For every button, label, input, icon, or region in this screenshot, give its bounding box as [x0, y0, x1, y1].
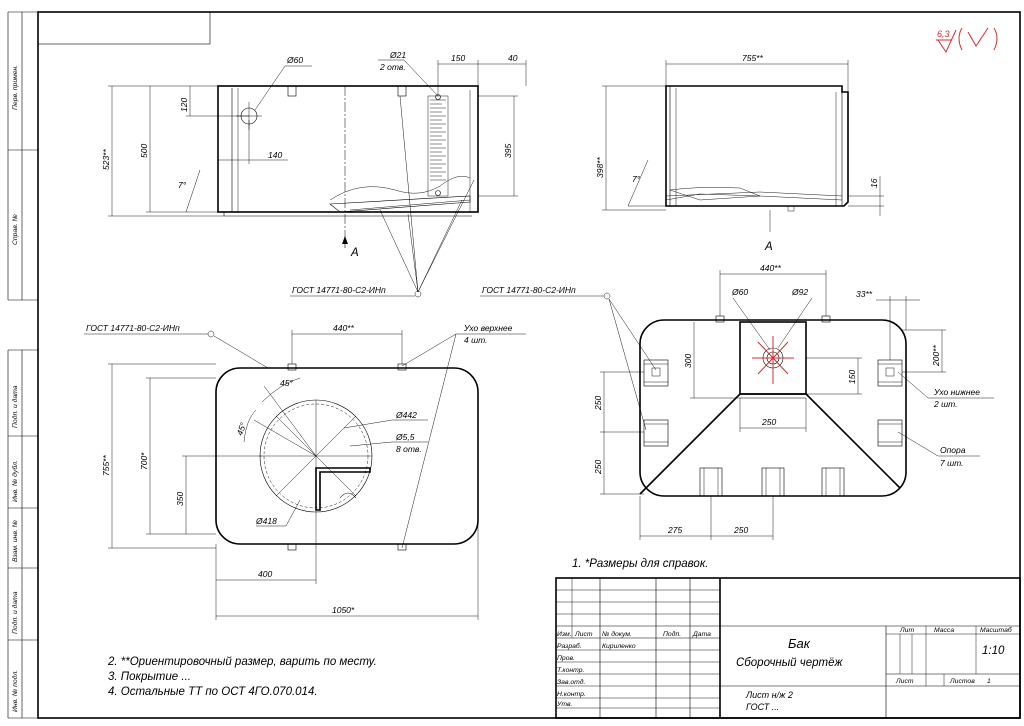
- top-dim-1050: 1050*: [332, 605, 355, 615]
- top-angle-2: 45°: [234, 421, 248, 437]
- side-dim-398: 398**: [595, 157, 605, 178]
- dim-395: 395: [503, 144, 513, 158]
- stamp-perv-primen: Перв. примен.: [12, 65, 19, 110]
- tb-zavotd: Зав.отд.: [557, 678, 586, 686]
- top-dim-400: 400: [258, 569, 272, 579]
- bottom-dim-150: 150: [847, 370, 857, 384]
- bottom-dim-250-c: 250: [761, 417, 776, 427]
- top-dim-440: 440**: [333, 323, 354, 333]
- stamp-vzam-inv: Взам. инв. №: [12, 520, 19, 562]
- dim-120: 120: [179, 98, 189, 112]
- top-holes-8: 8 отв.: [396, 444, 422, 454]
- front-d-holes: Ø21: [389, 50, 406, 60]
- tb-name: Бак: [788, 636, 811, 651]
- tb-scale: 1:10: [982, 645, 1005, 657]
- top-d-442: Ø442: [395, 410, 417, 420]
- tb-prov: Пров.: [557, 655, 575, 662]
- bottom-dim-300: 300: [683, 354, 693, 368]
- front-gost: ГОСТ 14771-80-С2-ИНп: [292, 285, 386, 295]
- top-ear-label: Ухо верхнее: [463, 323, 513, 333]
- top-angle-1: 45°: [280, 378, 293, 388]
- tb-utv: Утв.: [556, 701, 573, 708]
- top-view: 45° 45° Ø442 Ø5,5 8 отв. Ø418 440** Ухо …: [84, 323, 526, 620]
- top-ear-count: 4 шт.: [464, 335, 488, 345]
- dim-140: 140: [268, 150, 282, 160]
- tb-data: Дата: [692, 631, 711, 638]
- bottom-dim-250-l2: 250: [593, 460, 603, 475]
- tb-list: Лист: [895, 678, 914, 685]
- bottom-d-92: Ø92: [791, 287, 808, 297]
- dim-523: 523**: [101, 149, 111, 170]
- dim-150: 150: [451, 53, 465, 63]
- stamp-inv-dubl: Инв. № дубл.: [11, 460, 19, 502]
- tb-tkontr: Т.контр.: [557, 667, 585, 674]
- note-2: 2. **Ориентировочный размер, варить по м…: [107, 656, 377, 668]
- roughness-value: 6,3: [937, 29, 950, 39]
- dim-40: 40: [508, 53, 518, 63]
- title-block: [555, 577, 1021, 719]
- side-view: A 755** 398** 7° 16: [595, 53, 884, 253]
- front-view: A 523** 500 120 7° 140 Ø60 Ø21 2 отв.: [101, 50, 527, 298]
- stamp-podp-data-2: Подп. и дата: [11, 591, 19, 634]
- tb-massa: Масса: [934, 627, 954, 634]
- side-angle: 7°: [632, 174, 641, 184]
- bottom-dim-250-b: 250: [733, 525, 748, 535]
- bottom-dim-440: 440**: [760, 263, 781, 273]
- tb-listov-value: 1: [987, 678, 991, 685]
- note-4: 4. Остальные ТТ по ОСТ 4ГО.070.014.: [108, 686, 318, 698]
- tb-izm: Изм.: [557, 631, 572, 638]
- top-dim-350: 350: [175, 492, 185, 506]
- dim-500: 500: [139, 144, 149, 158]
- top-d-55: Ø5,5: [395, 432, 415, 442]
- side-section-letter: A: [764, 241, 773, 253]
- tb-razrab-name: Кириленко: [602, 643, 636, 650]
- top-left-stamp-box: [37, 11, 211, 45]
- top-dim-755: 755**: [101, 455, 111, 476]
- bottom-ear-label: Ухо нижнее: [933, 387, 980, 397]
- stamp-podp-data-1: Подп. и дата: [11, 385, 19, 428]
- stamp-inv-podl: Инв. № подл.: [11, 670, 19, 712]
- tb-list-hdr: Лист: [574, 631, 593, 638]
- bottom-dim-33: 33**: [856, 289, 873, 299]
- front-angle: 7°: [178, 180, 187, 190]
- tb-sheet-ref: Лист н/ж 2: [745, 690, 793, 700]
- tb-razrab: Разраб.: [557, 642, 582, 650]
- front-section-letter: A: [350, 247, 359, 259]
- front-d-hole: Ø60: [286, 55, 303, 65]
- bottom-support-label: Опора: [940, 445, 966, 455]
- tb-lit: Лит: [899, 627, 914, 634]
- tb-gost-ref: ГОСТ ...: [746, 702, 779, 712]
- tb-docum: № докум.: [602, 630, 632, 638]
- tb-doc-type: Сборочный чертёж: [736, 657, 843, 669]
- front-holes-count: 2 отв.: [379, 62, 406, 72]
- roughness-symbol: 6,3: [936, 27, 998, 54]
- bottom-dim-250-l1: 250: [593, 396, 603, 411]
- note-3: 3. Покрытие ...: [108, 671, 191, 683]
- bottom-dim-275: 275: [667, 525, 682, 535]
- bottom-gost: ГОСТ 14771-80-С2-ИНп: [482, 285, 576, 295]
- note-1: 1. *Размеры для справок.: [572, 558, 708, 570]
- bottom-view: ГОСТ 14771-80-С2-ИНп 440** 33** Ø60 Ø92 …: [480, 263, 994, 540]
- top-d-418: Ø418: [255, 516, 277, 526]
- tb-masshtab: Масштаб: [980, 626, 1013, 634]
- bottom-ear-count: 2 шт.: [933, 399, 958, 409]
- top-dim-700: 700*: [139, 452, 149, 470]
- stamp-sprav-no: Справ. №: [12, 214, 19, 245]
- tb-listov: Листов: [949, 678, 975, 685]
- sheet-frame: [7, 11, 1021, 719]
- bottom-d-60: Ø60: [731, 287, 748, 297]
- side-dim-755: 755**: [742, 53, 763, 63]
- tb-podp: Подп.: [663, 630, 681, 638]
- side-dim-16: 16: [869, 178, 879, 188]
- bottom-dim-200: 200**: [931, 345, 941, 367]
- bottom-support-count: 7 шт.: [940, 458, 964, 468]
- tb-nkontr: Н.контр.: [557, 691, 586, 698]
- top-gost: ГОСТ 14771-80-С2-ИНп: [86, 323, 180, 333]
